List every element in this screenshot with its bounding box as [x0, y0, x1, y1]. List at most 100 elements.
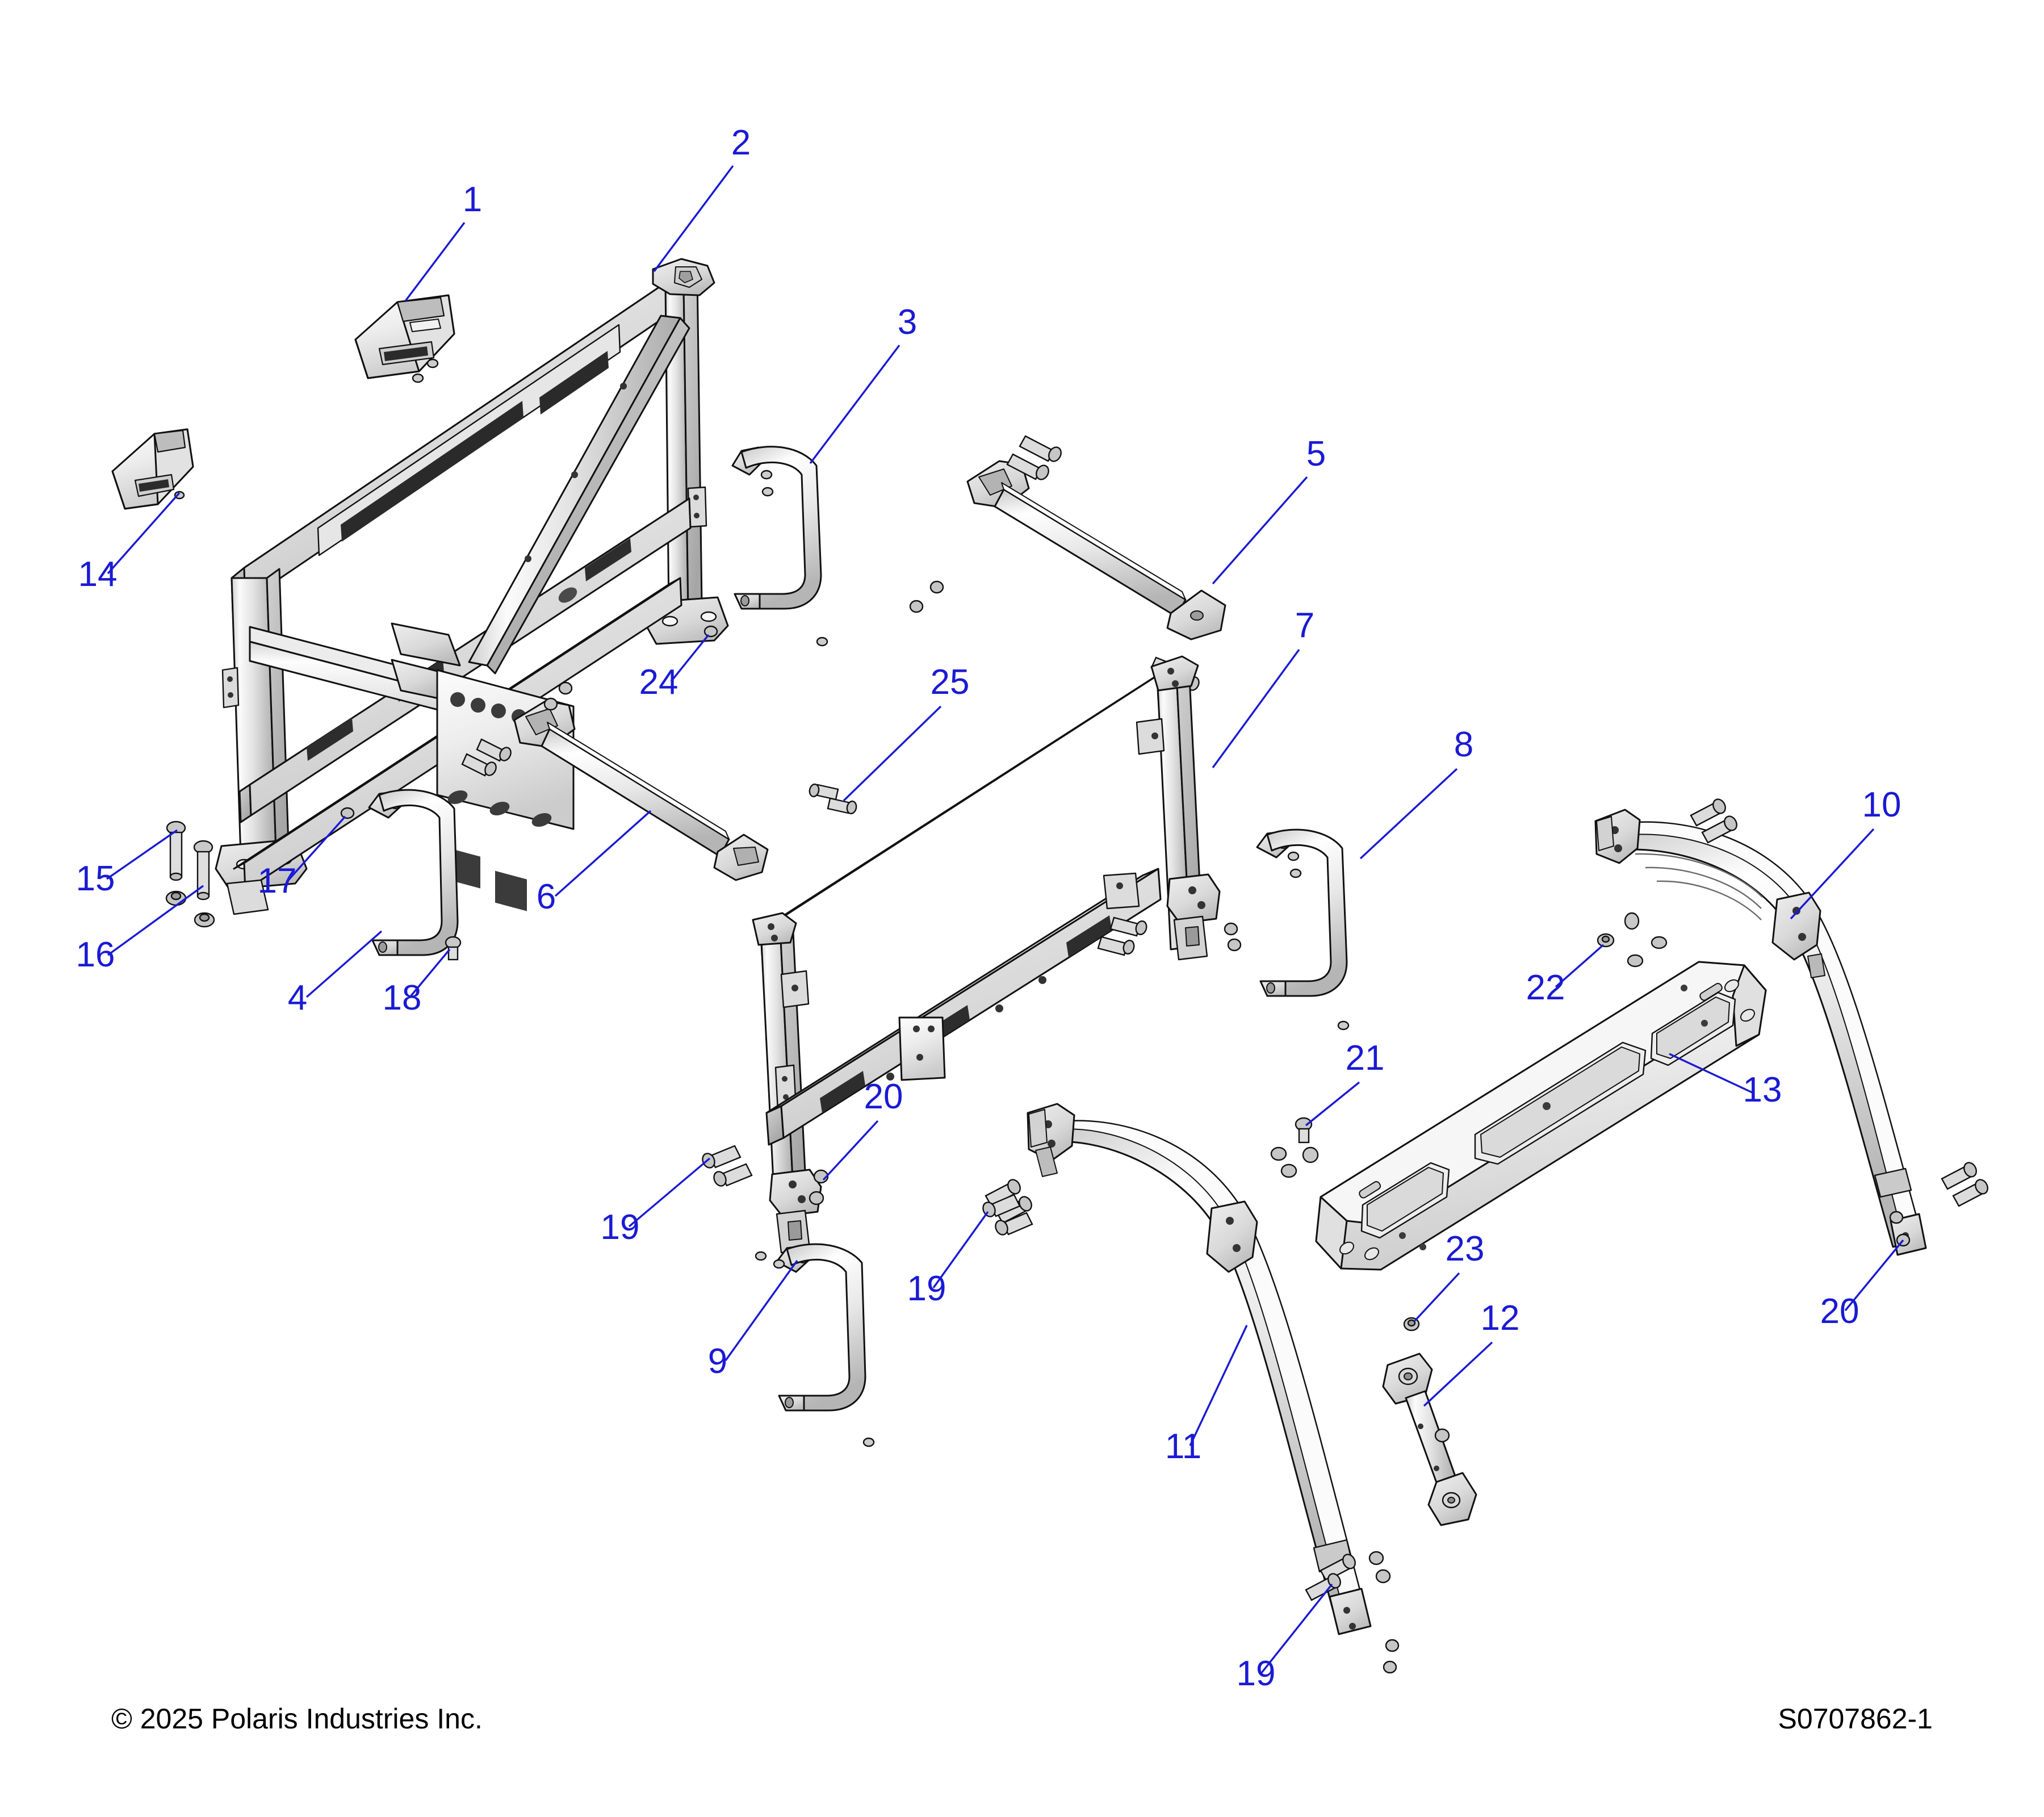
callout-leader-line	[305, 930, 383, 998]
callout-10: 10	[1790, 785, 1901, 920]
callout-leader-line	[1212, 648, 1300, 769]
part-22-washer-nut	[1597, 912, 1668, 968]
callout-number: 22	[1526, 968, 1565, 1007]
callout-5: 5	[1212, 434, 1326, 585]
callout-leader-line	[1844, 1239, 1904, 1312]
callout-1: 1	[404, 180, 482, 302]
part-8-grab-handle-right	[1256, 828, 1348, 997]
callout-number: 23	[1446, 1229, 1485, 1268]
callout-number: 3	[898, 303, 917, 342]
callout-6: 6	[537, 810, 652, 916]
part-3-grab-handle-upper-left	[731, 446, 822, 610]
callout-number: 19	[1237, 1654, 1276, 1693]
part-15b-hex-flange-bolt-long	[193, 840, 213, 901]
callout-2: 2	[653, 123, 751, 273]
callout-number: 5	[1306, 434, 1326, 474]
callout-leader-line	[1189, 1325, 1248, 1446]
callout-leader-line	[1305, 1081, 1360, 1127]
part-21-shoulder-screw	[1270, 1117, 1319, 1178]
callout-leader-line	[670, 634, 710, 683]
callout-number: 6	[537, 877, 556, 916]
callout-leader-line	[822, 1120, 879, 1181]
part-10-rops-pillar-right	[1594, 809, 1927, 1256]
callout-number: 24	[639, 663, 678, 702]
callout-22: 22	[1526, 944, 1605, 1007]
callout-leader-line	[1260, 1583, 1333, 1674]
callout-12: 12	[1423, 1299, 1519, 1407]
part-2-rear-bulkhead-frame	[215, 258, 729, 915]
callout-8: 8	[1359, 725, 1473, 860]
callout-number: 15	[76, 859, 115, 898]
callout-leader-line	[724, 1260, 798, 1361]
callout-number: 10	[1862, 785, 1901, 824]
callout-24: 24	[639, 634, 710, 702]
part-7-hardware	[1097, 916, 1242, 956]
callout-number: 16	[76, 935, 115, 974]
part-19-flange-bolt-group-a	[702, 1145, 753, 1187]
part-5-cross-tube-upper	[966, 460, 1226, 640]
part-23-push-rivet	[1403, 1317, 1420, 1332]
copyright-notice: © 2025 Polaris Industries Inc.	[111, 1703, 483, 1735]
callout-number: 14	[78, 555, 118, 594]
callout-leader-line	[628, 1157, 711, 1228]
part-19-flange-bolt-group-b	[982, 1194, 1033, 1236]
callout-number: 13	[1743, 1070, 1782, 1110]
part-11-hardware	[985, 1179, 1400, 1674]
part-1-hardware	[412, 358, 439, 383]
part-16b-flange-nut	[194, 912, 215, 928]
callout-13: 13	[1669, 1053, 1782, 1110]
callout-20b: 20	[1820, 1239, 1904, 1331]
callout-21: 21	[1305, 1039, 1385, 1127]
part-13-dash-panel	[1315, 961, 1767, 1271]
callout-leader-line	[106, 829, 178, 880]
part-9-grab-handle-lower-mid	[776, 1243, 866, 1412]
part-18-flange-screw	[445, 936, 462, 961]
part-24-small-nut	[703, 625, 718, 638]
callout-leader-line	[554, 810, 652, 897]
callout-number: 1	[463, 180, 482, 219]
part-15-hex-flange-bolt-long	[166, 820, 186, 881]
callout-leader-line	[287, 815, 346, 881]
callout-4: 4	[288, 930, 383, 1018]
callout-number: 17	[258, 861, 297, 901]
callout-leader-line	[809, 344, 900, 464]
callout-leader-line	[1790, 828, 1875, 920]
part-8-hardware	[1287, 851, 1350, 1031]
callout-19c: 19	[1237, 1583, 1333, 1693]
callout-16: 16	[76, 885, 204, 974]
callout-number: 18	[383, 978, 422, 1018]
part-12-hardware	[1368, 1428, 1450, 1584]
callout-19a: 19	[601, 1157, 711, 1247]
callout-11: 11	[1165, 1325, 1248, 1466]
part-1-bezel-cap-upper	[354, 294, 455, 379]
part-11-rops-pillar-left	[1027, 1103, 1372, 1635]
callout-number: 9	[708, 1342, 727, 1381]
callout-number: 20	[1820, 1292, 1859, 1331]
callout-leader-line	[107, 492, 181, 575]
part-4-grab-handle-lower-left	[368, 789, 459, 956]
callout-leader-line	[1669, 1053, 1753, 1094]
callout-19b: 19	[907, 1211, 989, 1308]
callout-3: 3	[809, 303, 917, 464]
callout-leader-line	[1414, 1272, 1460, 1322]
callout-leader-line	[107, 885, 204, 956]
callout-leader-line	[1359, 768, 1458, 860]
part-25-flange-screw-pair	[809, 783, 857, 815]
callout-number: 25	[931, 663, 970, 702]
drawing-id: S0707862-1	[1778, 1703, 1933, 1735]
callout-number: 7	[1295, 606, 1314, 645]
callout-number: 21	[1346, 1039, 1385, 1078]
callout-number: 20	[864, 1077, 903, 1116]
callout-number: 19	[601, 1208, 640, 1247]
callout-leader-line	[409, 948, 451, 998]
callout-20a: 20	[822, 1077, 903, 1181]
part-7-rear-support-frame	[752, 655, 1221, 1254]
callout-leader-line	[653, 165, 734, 273]
callout-14: 14	[78, 492, 181, 594]
callout-7: 7	[1212, 606, 1314, 769]
part-9-hardware	[755, 1251, 875, 1447]
callout-leader-line	[404, 221, 466, 302]
part-17-flange-nut-small	[340, 807, 355, 819]
